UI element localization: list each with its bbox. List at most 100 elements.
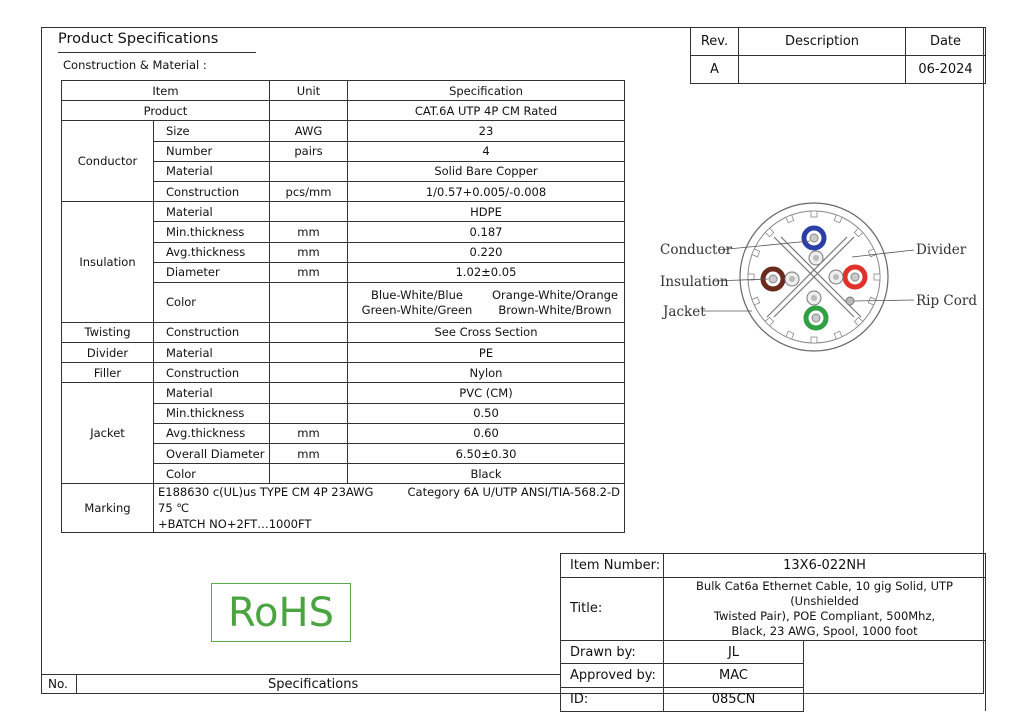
row-item: Min.thickness xyxy=(153,402,270,424)
table-row: Conductor Size AWG 23 xyxy=(61,120,625,203)
table-row: Number pairs 4 xyxy=(62,140,625,162)
row-value: 0.60 xyxy=(347,422,625,445)
row-unit xyxy=(269,402,348,424)
insulation-label: Insulation xyxy=(660,274,729,290)
item-number-label: Item Number: xyxy=(560,553,664,578)
row-unit: mm xyxy=(269,422,348,445)
title-underline xyxy=(58,52,256,53)
row-value: HDPE xyxy=(347,201,625,223)
table-row: Jacket Material PVC (CM) xyxy=(61,382,625,485)
row-item: Avg.thickness xyxy=(153,422,270,445)
leader-lines xyxy=(702,240,915,312)
row-unit xyxy=(269,342,348,364)
drawn-by-label: Drawn by: xyxy=(560,639,664,665)
revision-header-row: Rev. Description Date xyxy=(690,27,986,56)
jacket-notch xyxy=(833,330,843,340)
table-row: Diameter mm 1.02±0.05 xyxy=(62,261,625,283)
jacket-notch xyxy=(764,227,775,238)
marking-row: Marking E188630 c(UL)us TYPE CM 4P 23AWG… xyxy=(61,483,625,534)
description-value xyxy=(738,55,906,84)
row-unit xyxy=(269,321,348,344)
row-item: Min.thickness xyxy=(153,221,270,243)
footer-rule xyxy=(41,674,560,694)
row-value: 0.187 xyxy=(347,221,625,243)
row-unit: mm xyxy=(269,221,348,243)
divider-label: Divider xyxy=(916,242,967,258)
marking-line1-left: E188630 c(UL)us TYPE CM 4P 23AWG 75 ℃ xyxy=(158,485,374,516)
table-row: Construction pcs/mm 1/0.57+0.005/-0.008 xyxy=(62,180,625,203)
row-value: 0.220 xyxy=(347,241,625,263)
jacket-notch xyxy=(853,316,864,327)
jacket-notch xyxy=(764,316,775,327)
id-label: ID: xyxy=(560,687,664,712)
item-number-value: 13X6-022NH xyxy=(662,553,987,578)
rip-cord xyxy=(845,296,855,306)
row-item: Construction xyxy=(153,180,270,203)
row-unit xyxy=(269,281,348,323)
approved-by-value: MAC xyxy=(663,663,804,689)
table-row: Overall Diameter mm 6.50±0.30 xyxy=(62,442,625,465)
jacket-notch xyxy=(751,248,761,258)
description-header: Description xyxy=(738,27,906,56)
table-row: Avg.thickness mm 0.220 xyxy=(62,241,625,263)
row-item: Color xyxy=(153,463,270,485)
marking-line1-right: Category 6A U/UTP ANSI/TIA-568.2-D xyxy=(407,485,621,500)
title-row: Title: Bulk Cat6a Ethernet Cable, 10 gig… xyxy=(560,576,987,641)
color-pair-brown: Brown-White/Brown xyxy=(498,302,612,317)
row-item: Material xyxy=(153,342,270,364)
row-unit xyxy=(269,201,348,223)
row-unit: AWG xyxy=(269,120,348,142)
row-unit xyxy=(269,382,348,404)
marking-label: Marking xyxy=(61,483,154,534)
row-value: 23 xyxy=(347,120,625,142)
brown-pair xyxy=(760,266,800,292)
rip-cord-label: Rip Cord xyxy=(916,293,977,309)
row-value: 6.50±0.30 xyxy=(347,442,625,465)
row-unit: mm xyxy=(269,261,348,283)
row-unit: pairs xyxy=(269,140,348,162)
title-line: Bulk Cat6a Ethernet Cable, 10 gig Solid,… xyxy=(696,578,953,608)
section-subtitle: Construction & Material : xyxy=(63,58,207,72)
title-line: Twisted Pair), POE Compliant, 500Mhz, xyxy=(713,608,936,623)
table-row: Color Black xyxy=(62,463,625,485)
row-item: Diameter xyxy=(153,261,270,283)
row-unit: mm xyxy=(269,442,348,465)
orange-pair xyxy=(828,264,868,290)
jacket-notch xyxy=(747,273,755,281)
row-unit: mm xyxy=(269,241,348,263)
row-item: Avg.thickness xyxy=(153,241,270,263)
table-row: Color Blue-White/Blue Orange-White/Orang… xyxy=(62,281,625,323)
id-value: 085CN xyxy=(663,687,804,712)
product-unit xyxy=(269,100,348,122)
spec-header-row: Item Unit Specification xyxy=(61,79,625,102)
row-unit xyxy=(269,160,348,182)
row-value: Black xyxy=(347,463,625,485)
title-block-blank xyxy=(802,639,987,712)
table-row: Insulation Material HDPE xyxy=(61,201,625,323)
table-row: Avg.thickness mm 0.60 xyxy=(62,422,625,445)
row-item: Size xyxy=(153,120,270,142)
row-item: Construction xyxy=(153,362,270,384)
date-header: Date xyxy=(905,27,986,56)
drawn-by-value: JL xyxy=(663,639,804,665)
row-item: Material xyxy=(153,160,270,182)
rohs-logo: RoHS xyxy=(211,583,351,642)
jacket-notches xyxy=(747,210,881,344)
marking-line2: +BATCH NO+2FT…1000FT xyxy=(158,517,312,532)
jacket-notch xyxy=(810,336,818,344)
row-value: PVC (CM) xyxy=(347,382,625,404)
blue-pair xyxy=(801,225,827,266)
title-value: Bulk Cat6a Ethernet Cable, 10 gig Solid,… xyxy=(662,576,987,641)
row-item: Number xyxy=(153,140,270,162)
row-value: 1.02±0.05 xyxy=(347,261,625,283)
id-row: ID: 085CN xyxy=(560,687,986,712)
row-value: See Cross Section xyxy=(347,321,625,344)
table-row: Twisting Construction See Cross Section xyxy=(61,321,625,344)
item-header: Item xyxy=(61,79,270,102)
rev-header: Rev. xyxy=(690,27,739,56)
row-value: PE xyxy=(347,342,625,364)
jacket-notch xyxy=(785,214,795,224)
row-unit xyxy=(269,463,348,485)
approved-by-label: Approved by: xyxy=(560,663,664,689)
title-line: Black, 23 AWG, Spool, 1000 foot xyxy=(731,623,918,638)
